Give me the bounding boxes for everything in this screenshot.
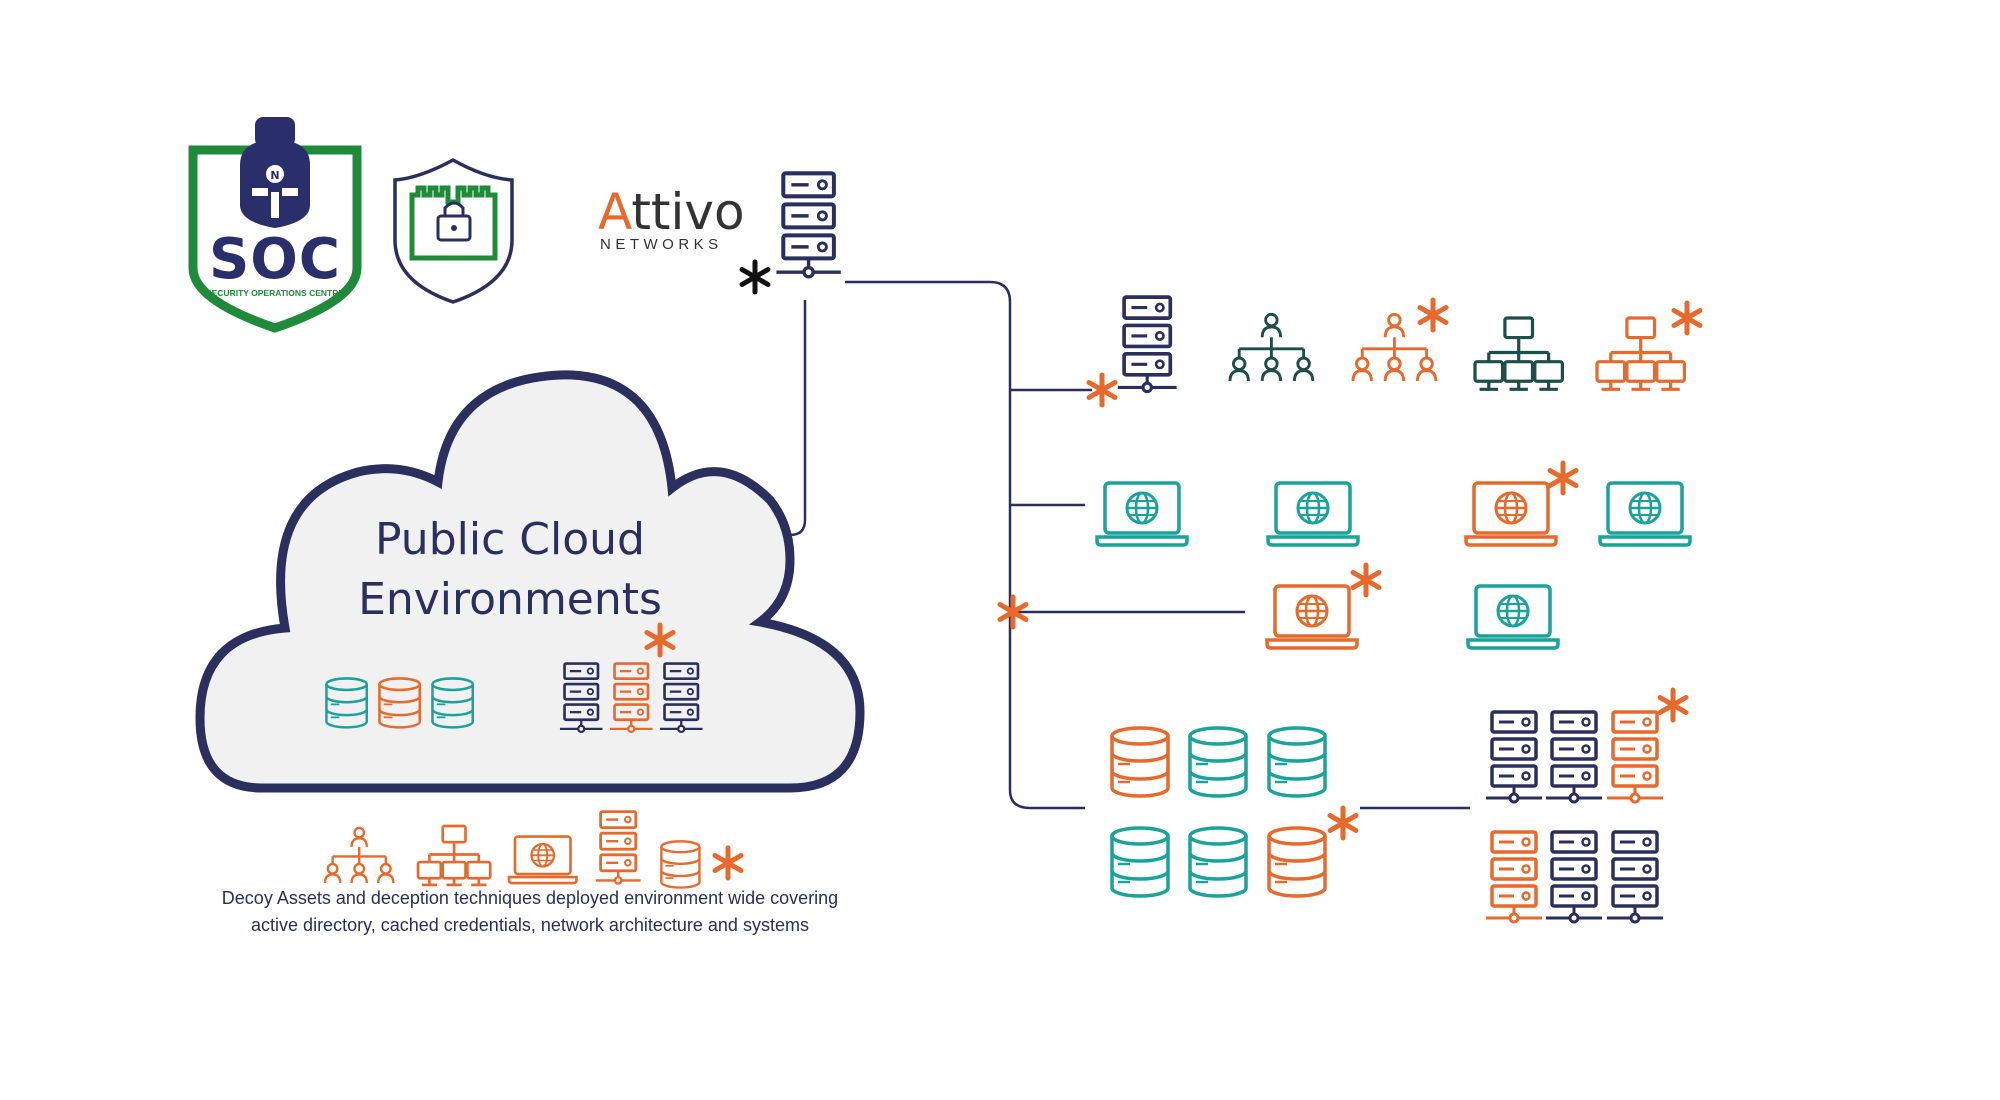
soc-logo: N — [188, 117, 362, 333]
database-decoy-icon — [1267, 826, 1327, 898]
legend-network-icon — [416, 824, 492, 887]
castle-shield-icon — [393, 157, 514, 304]
decoy-asterisk-icon — [742, 262, 768, 292]
server-decoy-icon — [1605, 710, 1665, 804]
decoy-asterisk-icon — [715, 848, 741, 878]
connector-trunk — [845, 280, 1085, 810]
database-icon — [1188, 726, 1248, 798]
decoy-asterisk-icon — [1660, 690, 1686, 720]
cloud-title: Public Cloud Environments — [330, 510, 690, 630]
soc-logo-subtitle: SECURITY OPERATIONS CENTRE — [205, 288, 345, 298]
decoy-asterisk-icon — [1674, 303, 1700, 333]
server-icon — [1605, 830, 1665, 924]
attivo-server-icon — [776, 173, 840, 276]
database-icon — [1267, 726, 1327, 798]
decoy-asterisk-icon — [1353, 565, 1379, 595]
cloud-title-line1: Public Cloud — [375, 514, 645, 565]
attivo-logo-initial: A — [598, 183, 632, 241]
decoy-caption-line1: Decoy Assets and deception techniques de… — [221, 888, 839, 908]
svg-text:N: N — [270, 169, 279, 182]
laptop-decoy-icon — [1464, 481, 1558, 547]
decoy-caption-line2: active directory, cached credentials, ne… — [251, 915, 809, 935]
network-computers-decoy-icon — [1595, 316, 1687, 391]
laptop-icon — [1095, 481, 1189, 547]
decoy-asterisk-icon — [1330, 808, 1356, 838]
server-icon — [1544, 830, 1604, 924]
server-icon — [1544, 710, 1604, 804]
network-computers-icon — [1473, 316, 1565, 391]
server-icon — [1484, 710, 1544, 804]
org-chart-icon — [1228, 312, 1315, 383]
attivo-logo-rest: ttivo — [631, 183, 745, 241]
laptop-icon — [1466, 584, 1560, 650]
database-decoy-icon — [1110, 726, 1170, 798]
legend-org-icon — [323, 826, 395, 885]
org-chart-decoy-icon — [1351, 312, 1438, 383]
server-decoy-icon — [1484, 830, 1544, 924]
soc-logo-text: SOC — [208, 227, 342, 292]
laptop-icon — [1598, 481, 1692, 547]
attivo-logo: Attivo — [598, 186, 745, 238]
cloud-title-line2: Environments — [358, 574, 662, 625]
database-icon — [1188, 826, 1248, 898]
legend-laptop-icon — [507, 835, 578, 885]
decoy-caption: Decoy Assets and deception techniques de… — [180, 885, 880, 939]
legend-database-icon — [660, 840, 701, 889]
legend-server-icon — [594, 810, 642, 885]
attivo-logo-subtitle: NETWORKS — [600, 236, 723, 253]
decoy-asterisk-icon — [1089, 375, 1115, 405]
server-icon — [1115, 295, 1179, 394]
decoy-asterisk-icon — [1420, 300, 1446, 330]
laptop-decoy-icon — [1265, 584, 1359, 650]
database-icon — [1110, 826, 1170, 898]
decoy-asterisk-icon — [1550, 463, 1576, 493]
laptop-icon — [1266, 481, 1360, 547]
